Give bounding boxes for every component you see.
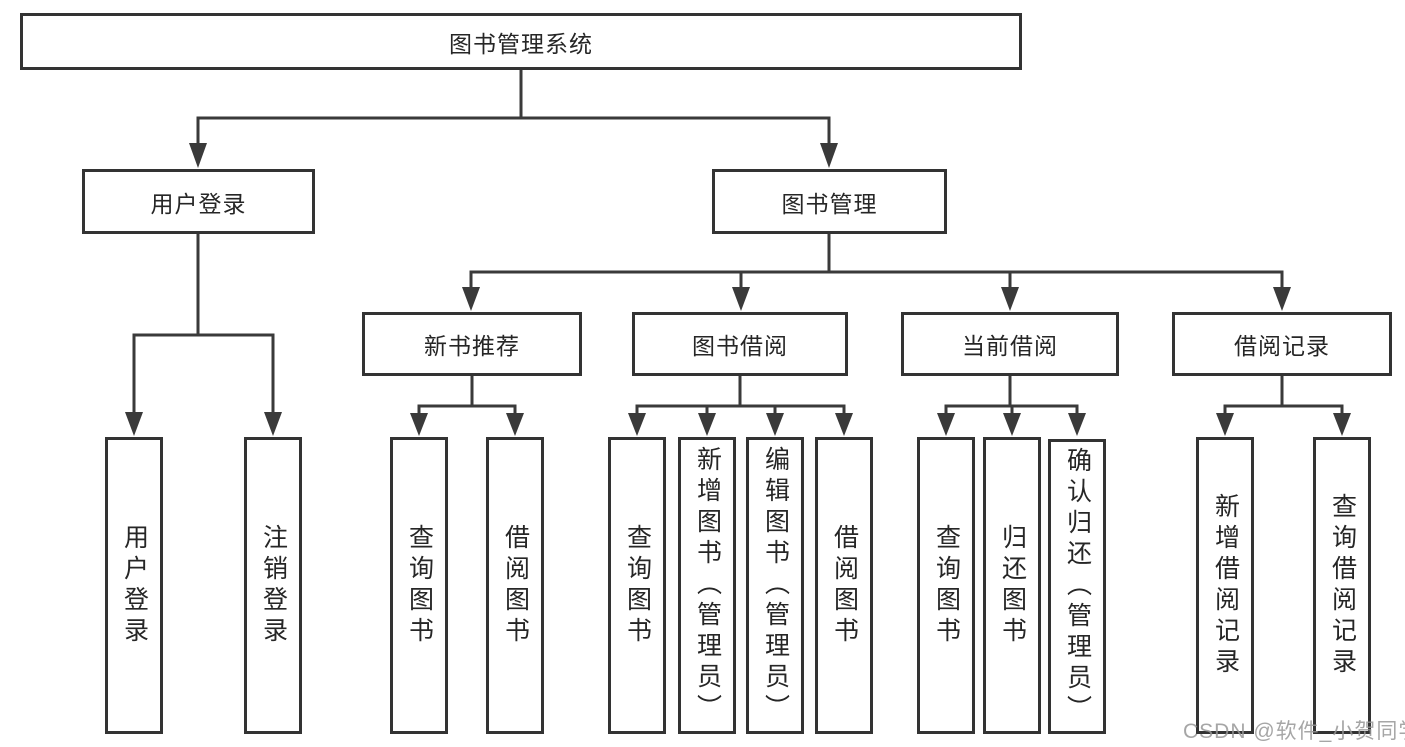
leaf-query-books-1: 查询图书 — [390, 437, 448, 734]
node-label: 借阅图书 — [501, 523, 530, 648]
node-label: 注销登录 — [259, 523, 288, 648]
connector-current-borrow-branch — [937, 376, 1086, 436]
node-label: 图书管理系统 — [449, 30, 593, 57]
leaf-borrow-books-2: 借阅图书 — [815, 437, 873, 734]
node-label: 查询图书 — [405, 523, 434, 648]
node-label: 借阅记录 — [1234, 333, 1330, 359]
node-label: 新增图书（管理员） — [693, 446, 722, 725]
node-label: 新书推荐 — [424, 333, 520, 359]
leaf-confirm-return-admin: 确认归还（管理员） — [1048, 439, 1106, 734]
leaf-query-borrow-record: 查询借阅记录 — [1313, 437, 1371, 734]
connector-book-mgmt-branch — [462, 233, 1291, 311]
node-label: 查询图书 — [623, 523, 652, 648]
node-book-management: 图书管理 — [712, 169, 947, 234]
node-root: 图书管理系统 — [20, 13, 1022, 70]
node-label: 新增借阅记录 — [1211, 492, 1240, 679]
node-label: 编辑图书（管理员） — [761, 446, 790, 725]
node-label: 归还图书 — [998, 523, 1027, 648]
leaf-borrow-books-1: 借阅图书 — [486, 437, 544, 734]
leaf-logout: 注销登录 — [244, 437, 302, 734]
node-label: 图书管理 — [781, 190, 878, 217]
leaf-query-books-3: 查询图书 — [917, 437, 975, 734]
node-label: 当前借阅 — [962, 333, 1058, 359]
node-book-borrow: 图书借阅 — [632, 312, 848, 376]
leaf-return-books: 归还图书 — [983, 437, 1041, 734]
leaf-query-books-2: 查询图书 — [608, 437, 666, 734]
connector-user-login-branch — [125, 233, 282, 436]
node-label: 借阅图书 — [830, 523, 859, 648]
node-borrow-records: 借阅记录 — [1172, 312, 1392, 376]
connector-root-branches — [189, 69, 838, 168]
node-new-book-recommend: 新书推荐 — [362, 312, 582, 376]
node-label: 确认归还（管理员） — [1063, 447, 1092, 726]
leaf-edit-books-admin: 编辑图书（管理员） — [746, 437, 804, 734]
node-label: 图书借阅 — [692, 333, 788, 359]
node-label: 查询借阅记录 — [1328, 492, 1357, 679]
watermark: CSDN @软件_小贺同学 — [1183, 720, 1405, 743]
leaf-add-borrow-record: 新增借阅记录 — [1196, 437, 1254, 734]
node-current-borrow: 当前借阅 — [901, 312, 1119, 376]
node-label: 用户登录 — [120, 523, 149, 648]
leaf-user-login: 用户登录 — [105, 437, 163, 734]
node-user-login: 用户登录 — [82, 169, 315, 234]
node-label: 查询图书 — [932, 523, 961, 648]
node-label: 用户登录 — [150, 190, 247, 217]
connector-new-books-branch — [410, 376, 524, 436]
connector-borrow-records-branch — [1216, 376, 1351, 436]
connector-book-borrow-branch — [628, 376, 853, 436]
leaf-add-books-admin: 新增图书（管理员） — [678, 437, 736, 734]
